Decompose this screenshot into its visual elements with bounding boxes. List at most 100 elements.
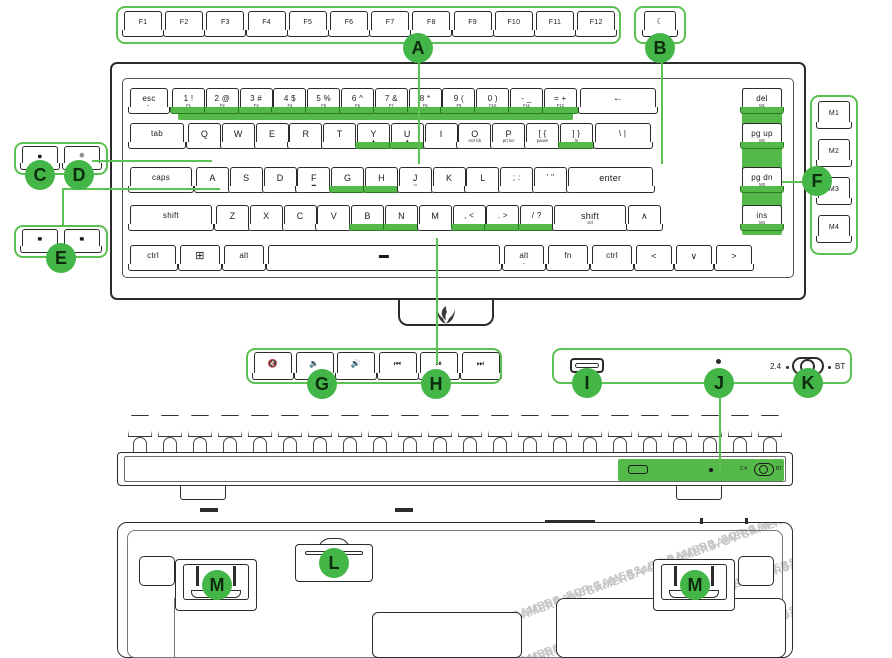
key-fn[interactable]: fn (546, 245, 590, 271)
key-enter[interactable]: enter (565, 167, 655, 193)
callout-bubble-g[interactable]: G (307, 369, 337, 399)
key-g[interactable]: G (329, 167, 367, 193)
callout-bubble-j[interactable]: J (704, 368, 734, 398)
function-key-f12[interactable]: F12 (575, 11, 618, 37)
key-semicolon[interactable]: ; : (498, 167, 536, 193)
key-key[interactable]: = +F12 (541, 88, 579, 114)
key-4[interactable]: 4 $F4 (271, 88, 309, 114)
key-3[interactable]: 3 #F3 (237, 88, 275, 114)
key-a[interactable]: A (194, 167, 231, 193)
key-d[interactable]: D (261, 167, 299, 193)
callout-bubble-m-right[interactable]: M (680, 570, 710, 600)
key-space[interactable]: ▬ (266, 245, 502, 271)
key-9[interactable]: 9 (F9 (440, 88, 478, 114)
key-8[interactable]: 8 *F8 (406, 88, 444, 114)
key-arrow-down[interactable]: ∨ (674, 245, 714, 271)
callout-bubble-i[interactable]: I (572, 368, 602, 398)
key-y[interactable]: Y▲ (355, 123, 392, 149)
key-f[interactable]: F▬ (295, 167, 333, 193)
key-backslash[interactable]: \ | (592, 123, 653, 149)
key-e[interactable]: E (253, 123, 291, 149)
key-key[interactable]: - _F11 (508, 88, 545, 114)
key-6[interactable]: 6 ^F6 (339, 88, 376, 114)
sleep-key[interactable]: ☾ (642, 11, 678, 37)
key-k[interactable]: K (430, 167, 468, 193)
key-arrow-right[interactable]: > (714, 245, 754, 271)
key-c[interactable]: C (281, 205, 319, 231)
key-i[interactable]: I (422, 123, 460, 149)
key-alt-left[interactable]: alt (222, 245, 266, 271)
callout-bubble-m-left[interactable]: M (202, 570, 232, 600)
key-caps-lock[interactable]: caps (128, 167, 194, 193)
function-key-f4[interactable]: F4 (245, 11, 288, 37)
function-key-f6[interactable]: F6 (328, 11, 370, 37)
callout-bubble-e[interactable]: E (46, 243, 76, 273)
key-backspace[interactable]: ← (578, 88, 658, 114)
key-z[interactable]: Z (214, 205, 251, 231)
key-comma[interactable]: , < (450, 205, 488, 231)
key-bracket-right[interactable]: ] }fn (557, 123, 595, 149)
key-l[interactable]: L (464, 167, 502, 193)
keycap-pair-e-left[interactable]: ▄ (20, 229, 60, 253)
media-key-mute[interactable]: 🔇 (252, 352, 294, 380)
key-windows[interactable]: ⊞ (178, 245, 222, 271)
callout-bubble-k[interactable]: K (793, 368, 823, 398)
key-r[interactable]: R (287, 123, 325, 149)
key-esc[interactable]: esc~ ` (128, 88, 170, 114)
callout-bubble-a[interactable]: A (403, 33, 433, 63)
key-b[interactable]: B (349, 205, 387, 231)
key-arrow-up[interactable]: ∧ (626, 205, 663, 231)
key-shift-left[interactable]: shift (128, 205, 214, 231)
key-w[interactable]: W (219, 123, 257, 149)
key-h[interactable]: H (363, 167, 400, 193)
callout-bubble-l[interactable]: L (319, 548, 349, 578)
function-key-f7[interactable]: F7 (369, 11, 412, 37)
macro-key-m4[interactable]: M4 (816, 215, 852, 243)
key-m[interactable]: M (416, 205, 454, 231)
media-key-volume-up[interactable]: 🔊 (335, 352, 377, 380)
key-s[interactable]: S (227, 167, 265, 193)
callout-bubble-d[interactable]: D (64, 160, 94, 190)
callout-bubble-c[interactable]: C (25, 160, 55, 190)
key-t[interactable]: T (321, 123, 359, 149)
key-ctrl-right[interactable]: ctrl (590, 245, 634, 271)
macro-key-m1[interactable]: M1 (816, 101, 852, 129)
key-1[interactable]: 1 !F1 (170, 88, 207, 114)
key-j[interactable]: J▭ (396, 167, 434, 193)
key-slash[interactable]: / ? (518, 205, 556, 231)
key-tab[interactable]: tab (128, 123, 186, 149)
key-arrow-left[interactable]: < (634, 245, 674, 271)
callout-bubble-b[interactable]: B (645, 33, 675, 63)
function-key-f9[interactable]: F9 (451, 11, 494, 37)
key-v[interactable]: V (315, 205, 353, 231)
function-key-f10[interactable]: F10 (492, 11, 535, 37)
callout-bubble-f[interactable]: F (802, 166, 832, 196)
callout-bubble-h[interactable]: H (421, 369, 451, 399)
key-n[interactable]: N (383, 205, 420, 231)
media-key-previous-track[interactable]: ⏮ (376, 352, 419, 380)
key-ctrl-left[interactable]: ctrl (128, 245, 178, 271)
macro-key-m2[interactable]: M2 (816, 139, 852, 167)
key-period[interactable]: . > (484, 205, 522, 231)
function-key-f5[interactable]: F5 (286, 11, 329, 37)
key-q[interactable]: Q (186, 123, 223, 149)
key-quote[interactable]: ' " (532, 167, 569, 193)
key-bracket-left[interactable]: [ {pause (524, 123, 561, 149)
key-5[interactable]: 5 %F5 (305, 88, 343, 114)
function-key-f2[interactable]: F2 (163, 11, 206, 37)
key-2[interactable]: 2 @F2 (203, 88, 241, 114)
function-key-f11[interactable]: F11 (534, 11, 576, 37)
key-x[interactable]: X (247, 205, 285, 231)
function-key-f8[interactable]: F8 (410, 11, 453, 37)
key-0[interactable]: 0 )F10 (474, 88, 512, 114)
function-key-f1[interactable]: F1 (122, 11, 164, 37)
key-alt-right[interactable]: alt⌄ (502, 245, 546, 271)
media-key-next-track[interactable]: ⏭ (459, 352, 502, 380)
